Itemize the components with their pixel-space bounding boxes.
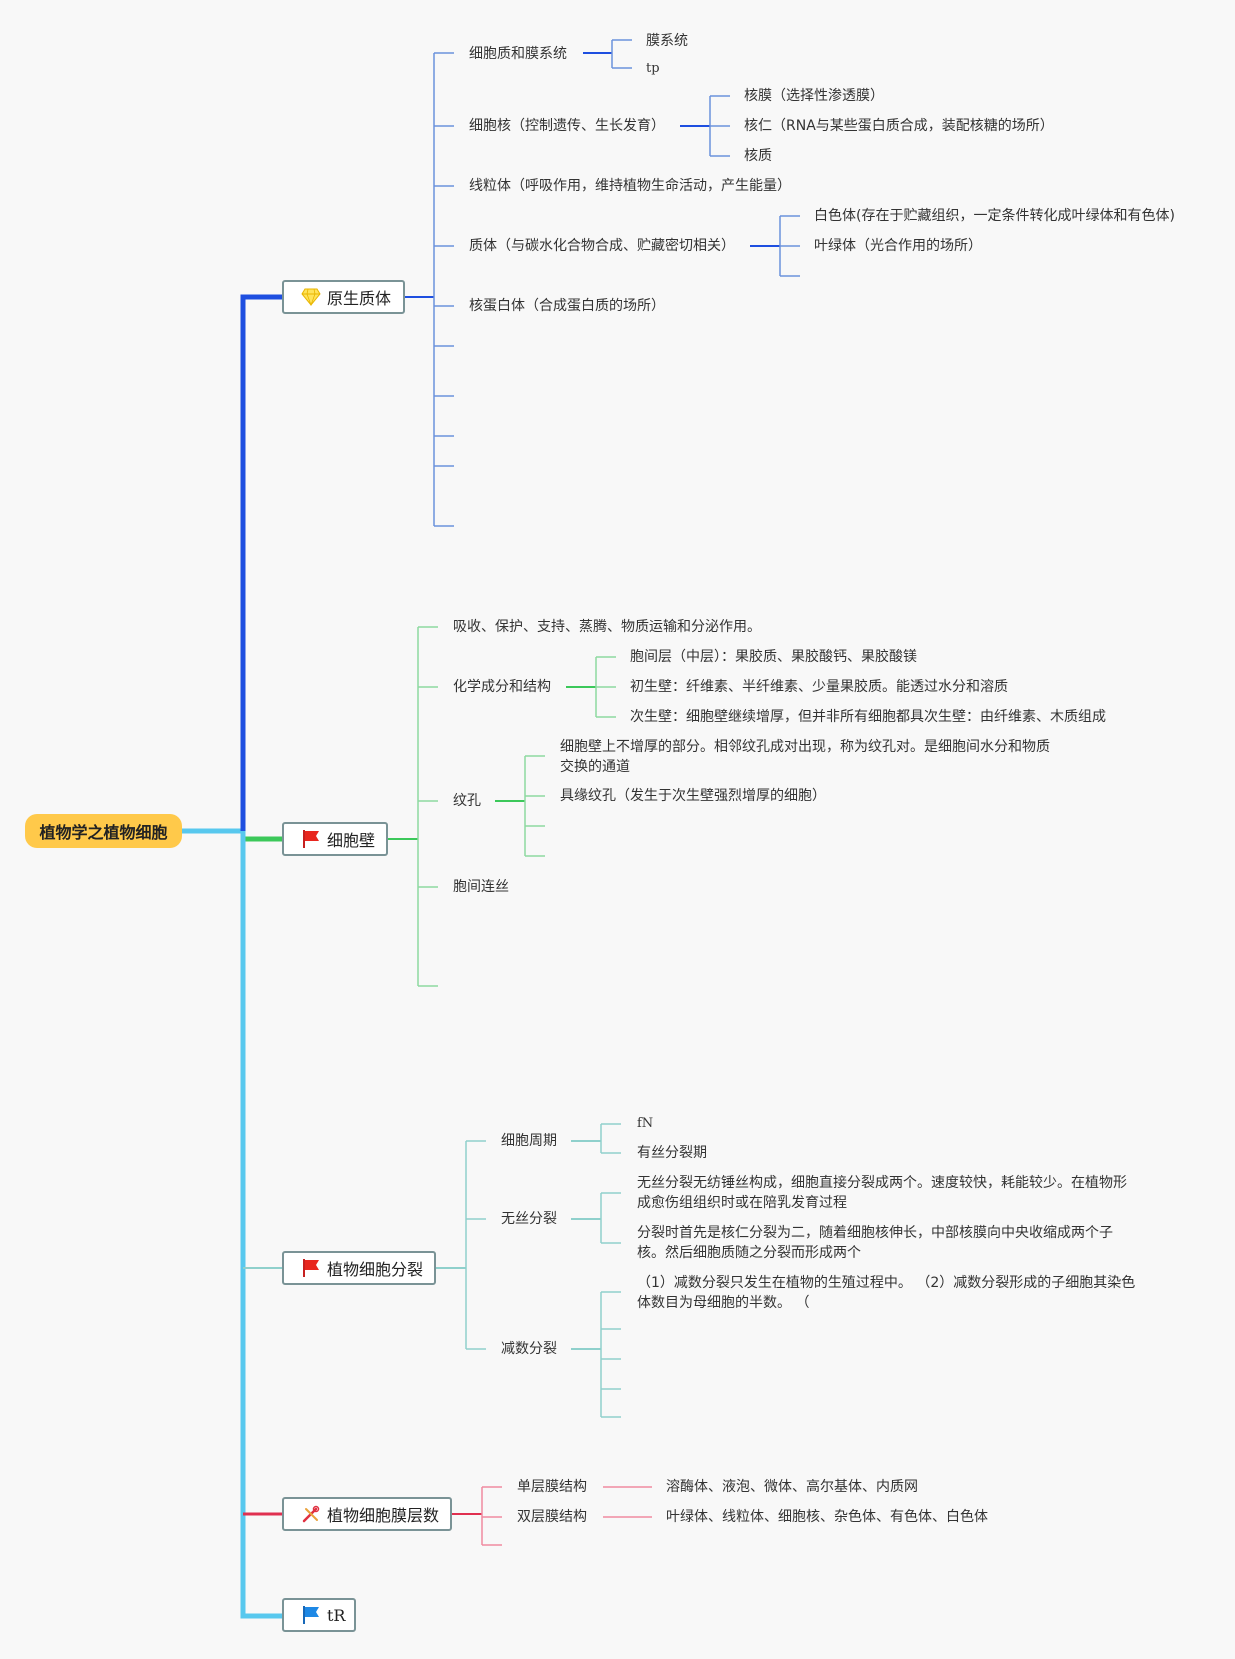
plastid-bracket bbox=[779, 215, 800, 277]
nuclear-membrane-item[interactable]: 核膜（选择性渗透膜） bbox=[744, 88, 884, 104]
amitosis-item[interactable]: 无丝分裂 bbox=[501, 1211, 557, 1227]
membrane-label: 植物细胞膜层数 bbox=[327, 1506, 440, 1525]
division-label: 植物细胞分裂 bbox=[327, 1260, 424, 1279]
meiosis-desc[interactable]: （1）减数分裂只发生在植物的生殖过程中。 （2）减数分裂形成的子细胞其染色体数目… bbox=[637, 1275, 1136, 1311]
pit-item[interactable]: 纹孔 bbox=[453, 793, 481, 809]
nucleus-item[interactable]: 细胞核（控制遗传、生长发育） bbox=[469, 118, 665, 134]
diamond-icon bbox=[301, 288, 321, 306]
blue-flag-icon bbox=[303, 1606, 319, 1624]
lower-trunk bbox=[240, 831, 282, 1619]
composition-item[interactable]: 化学成分和结构 bbox=[453, 679, 551, 695]
chloroplast-item[interactable]: 叶绿体（光合作用的场所） bbox=[814, 238, 982, 254]
cellwall-label: 细胞壁 bbox=[327, 831, 376, 850]
bordered-pit-item[interactable]: 具缘纹孔（发生于次生壁强烈增厚的细胞） bbox=[560, 788, 826, 804]
fn-item[interactable]: fN bbox=[637, 1116, 654, 1131]
double-membrane-value[interactable]: 叶绿体、线粒体、细胞核、杂色体、有色体、白色体 bbox=[666, 1509, 988, 1525]
cytoplasm-bracket bbox=[611, 39, 632, 69]
single-membrane-value[interactable]: 溶酶体、液泡、微体、高尔基体、内质网 bbox=[666, 1479, 918, 1495]
membrane-system-item[interactable]: 膜系统 bbox=[646, 33, 688, 49]
protoplasm-node[interactable]: 原生质体 bbox=[282, 280, 405, 314]
nucleolus-item[interactable]: 核仁（RNA与某些蛋白质合成，装配核糖的场所） bbox=[744, 118, 1054, 134]
nucleoplasm-item[interactable]: 核质 bbox=[744, 148, 772, 164]
pit-bracket bbox=[524, 755, 545, 857]
root-node[interactable]: 植物学之植物细胞 bbox=[25, 814, 182, 848]
nucleus-bracket bbox=[709, 95, 730, 157]
membrane-bracket bbox=[481, 1486, 502, 1546]
protoplasm-bracket bbox=[433, 52, 454, 527]
single-membrane-item[interactable]: 单层膜结构 bbox=[517, 1479, 587, 1495]
tp-item[interactable]: tp bbox=[646, 61, 660, 76]
red-flag-icon bbox=[303, 1259, 319, 1277]
tools-icon bbox=[302, 1505, 320, 1523]
cellwall-node[interactable]: 细胞壁 bbox=[282, 822, 388, 856]
membrane-node[interactable]: 植物细胞膜层数 bbox=[282, 1497, 452, 1531]
middle-lamella-item[interactable]: 胞间层（中层）：果胶质、果胶酸钙、果胶酸镁 bbox=[630, 649, 917, 665]
ribosome-item[interactable]: 核蛋白体（合成蛋白质的场所） bbox=[469, 298, 665, 314]
cell-cycle-item[interactable]: 细胞周期 bbox=[501, 1133, 557, 1149]
leucoplast-item[interactable]: 白色体(存在于贮藏组织，一定条件转化成叶绿体和有色体) bbox=[814, 208, 1175, 224]
amitosis-desc-2[interactable]: 分裂时首先是核仁分裂为二，随着细胞核伸长，中部核膜向中央收缩成两个子核。然后细胞… bbox=[637, 1225, 1113, 1261]
double-membrane-item[interactable]: 双层膜结构 bbox=[517, 1509, 587, 1525]
composition-bracket bbox=[595, 656, 616, 718]
division-node[interactable]: 植物细胞分裂 bbox=[282, 1251, 436, 1285]
function-item[interactable]: 吸收、保护、支持、蒸腾、物质运输和分泌作用。 bbox=[453, 619, 761, 635]
plastid-item[interactable]: 质体（与碳水化合物合成、贮藏密切相关） bbox=[469, 238, 735, 254]
red-flag-icon bbox=[303, 830, 319, 848]
cytoplasm-item[interactable]: 细胞质和膜系统 bbox=[469, 46, 567, 62]
meiosis-bracket bbox=[600, 1291, 621, 1418]
primary-wall-item[interactable]: 初生壁：纤维素、半纤维素、少量果胶质。能透过水分和溶质 bbox=[630, 679, 1008, 695]
protoplasm-label: 原生质体 bbox=[327, 289, 392, 308]
meiosis-item[interactable]: 减数分裂 bbox=[501, 1341, 557, 1357]
plasmodesma-item[interactable]: 胞间连丝 bbox=[453, 879, 509, 895]
tr-node[interactable]: tR bbox=[282, 1598, 356, 1632]
root-label: 植物学之植物细胞 bbox=[39, 823, 168, 842]
mitochondria-item[interactable]: 线粒体（呼吸作用，维持植物生命活动，产生能量） bbox=[469, 178, 791, 194]
mitosis-phase-item[interactable]: 有丝分裂期 bbox=[637, 1145, 707, 1161]
cellwall-bracket bbox=[417, 626, 438, 987]
secondary-wall-item[interactable]: 次生壁：细胞壁继续增厚，但并非所有细胞都具次生壁：由纤维素、木质组成 bbox=[630, 709, 1106, 725]
pit-description-item[interactable]: 细胞壁上不增厚的部分。相邻纹孔成对出现，称为纹孔对。是细胞间水分和物质交换的通道 bbox=[560, 739, 1050, 775]
tr-label: tR bbox=[327, 1605, 346, 1625]
cycle-bracket bbox=[600, 1123, 621, 1154]
amitosis-desc-1[interactable]: 无丝分裂无纺锤丝构成，细胞直接分裂成两个。速度较快，耗能较少。在植物形成愈伤组组… bbox=[637, 1175, 1127, 1211]
division-bracket bbox=[465, 1140, 486, 1350]
amitosis-bracket bbox=[600, 1192, 621, 1244]
protoplasm-trunk bbox=[240, 294, 282, 831]
